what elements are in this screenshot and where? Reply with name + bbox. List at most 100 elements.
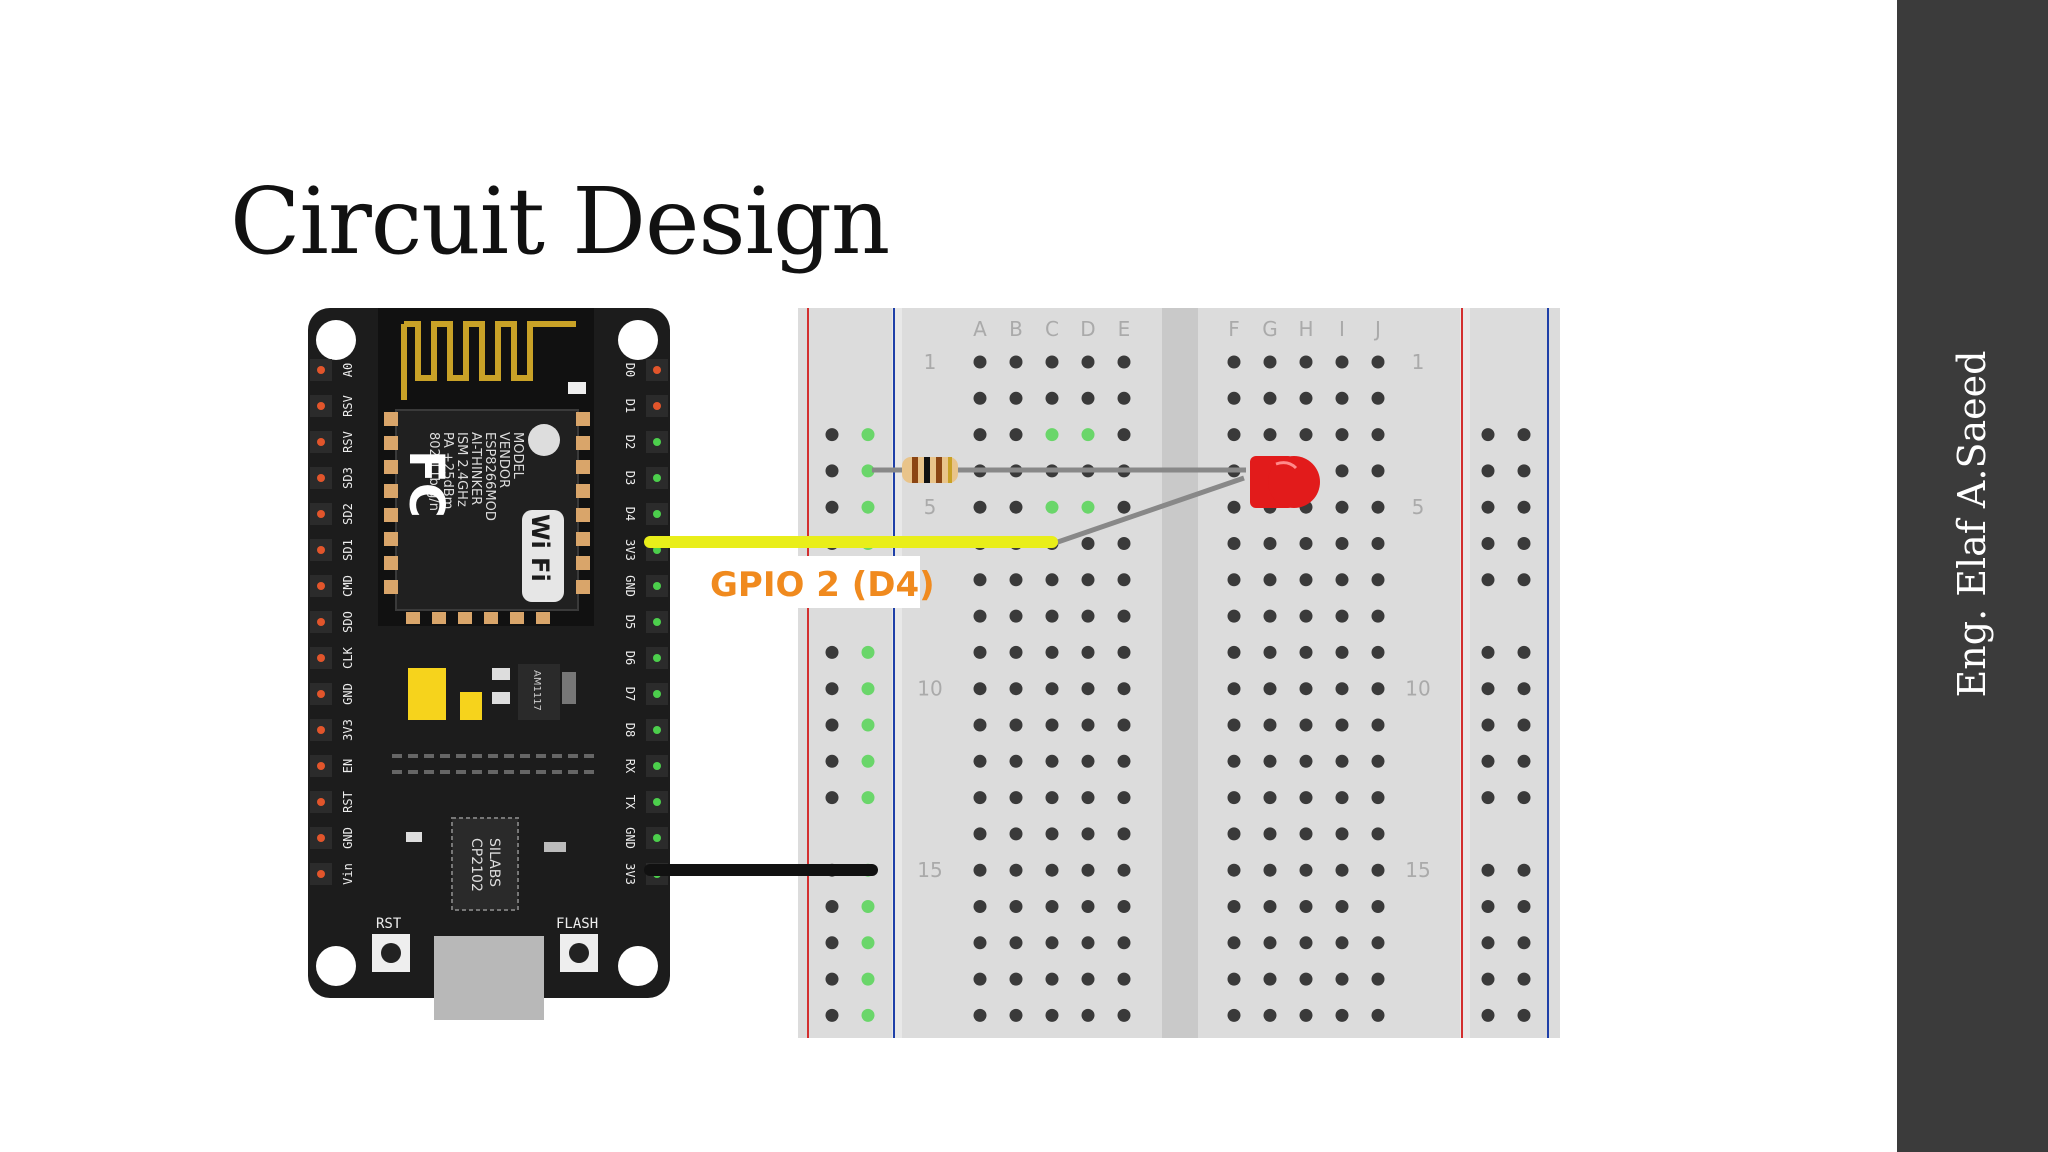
breadboard-hole xyxy=(1081,573,1095,587)
shield-text-line: ISM 2.4GHz xyxy=(454,432,469,507)
smd-part-4 xyxy=(544,842,566,852)
rail-hole xyxy=(1481,936,1495,950)
header-pin-dot-right xyxy=(653,582,661,590)
resistor-band-2 xyxy=(924,457,930,483)
header-pin-dot-right xyxy=(653,366,661,374)
breadboard-hole xyxy=(1117,573,1131,587)
breadboard-hole xyxy=(1227,754,1241,768)
breadboard-hole xyxy=(1081,1008,1095,1022)
breadboard-hole xyxy=(1299,573,1313,587)
rail-hole xyxy=(861,682,875,696)
rail-hole xyxy=(1481,500,1495,514)
breadboard-hole xyxy=(973,754,987,768)
shield-text-line: ESP8266MOD xyxy=(482,432,497,521)
breadboard-hole xyxy=(1227,573,1241,587)
module-pad-bottom xyxy=(458,612,472,624)
rail-hole xyxy=(825,936,839,950)
pin-label-left: A0 xyxy=(341,363,355,377)
breadboard-hole xyxy=(1081,428,1095,442)
module-pad-left xyxy=(384,484,398,498)
column-label: F xyxy=(1228,317,1240,341)
breadboard-hole xyxy=(1335,936,1349,950)
author-name: Eng. Elaf A.Saeed xyxy=(1950,350,1994,698)
rail-hole xyxy=(1517,863,1531,877)
breadboard-hole xyxy=(1263,936,1277,950)
pin-label-left: RST xyxy=(341,791,355,813)
fc-logo: FC xyxy=(398,450,454,518)
breadboard-hole xyxy=(973,972,987,986)
row-number: 5 xyxy=(1412,495,1425,519)
breadboard-hole xyxy=(1335,500,1349,514)
breadboard-hole xyxy=(1263,682,1277,696)
rail-hole xyxy=(825,500,839,514)
breadboard-hole xyxy=(973,718,987,732)
breadboard-hole xyxy=(1117,900,1131,913)
module-pad-right xyxy=(576,460,590,474)
module-pad-left xyxy=(384,460,398,474)
row-number: 15 xyxy=(1405,858,1430,882)
breadboard-hole xyxy=(1117,754,1131,768)
breadboard-hole xyxy=(1045,573,1059,587)
breadboard-hole xyxy=(1009,791,1023,805)
breadboard-hole xyxy=(1117,428,1131,442)
rail-hole xyxy=(861,1008,875,1022)
breadboard-hole xyxy=(1009,500,1023,514)
pin-label-right: D6 xyxy=(623,651,637,665)
sidebar xyxy=(1897,0,2048,1152)
module-pad-bottom xyxy=(406,612,420,624)
breadboard-hole xyxy=(1227,972,1241,986)
rail-hole xyxy=(1517,936,1531,950)
mount-hole-bottom-left xyxy=(316,946,356,986)
rail-hole xyxy=(825,900,839,913)
breadboard-hole xyxy=(1371,609,1385,623)
breadboard-hole xyxy=(1081,391,1095,405)
column-label: I xyxy=(1339,317,1345,341)
breadboard-hole xyxy=(1299,863,1313,877)
flash-button-cap[interactable] xyxy=(569,943,589,963)
breadboard-hole xyxy=(1263,355,1277,369)
module-pad-left xyxy=(384,556,398,570)
breadboard-hole xyxy=(1263,609,1277,623)
breadboard-hole xyxy=(1117,645,1131,659)
breadboard-hole xyxy=(1045,754,1059,768)
breadboard-hole xyxy=(1081,537,1095,550)
header-pin-dot-left xyxy=(317,438,325,446)
breadboard-hole xyxy=(1009,645,1023,659)
rail-hole xyxy=(1517,791,1531,805)
module-castellated-pads xyxy=(384,412,590,624)
breadboard-hole xyxy=(1117,1008,1131,1022)
breadboard-hole xyxy=(1045,500,1059,514)
pin-label-right: TX xyxy=(623,795,637,810)
breadboard-hole xyxy=(1335,428,1349,442)
rail-hole xyxy=(1481,682,1495,696)
breadboard-hole xyxy=(1081,791,1095,805)
breadboard-hole xyxy=(1227,391,1241,405)
header-pin-dot-left xyxy=(317,474,325,482)
gpio-label-bg xyxy=(704,556,920,608)
module-pad-right xyxy=(576,412,590,426)
rst-button-cap[interactable] xyxy=(381,943,401,963)
breadboard-rail-divider-left xyxy=(892,308,902,1038)
header-pin-dot-left xyxy=(317,798,325,806)
column-label: J xyxy=(1373,317,1381,341)
mount-hole-top-left xyxy=(316,320,356,360)
breadboard-hole xyxy=(1263,391,1277,405)
breadboard-hole xyxy=(1045,682,1059,696)
breadboard-hole xyxy=(1117,791,1131,805)
breadboard-hole xyxy=(973,827,987,841)
breadboard-hole xyxy=(1263,900,1277,913)
breadboard-hole xyxy=(1227,537,1241,550)
header-pin-dot-right xyxy=(653,690,661,698)
pin-label-left: RSV xyxy=(341,395,355,417)
breadboard-hole xyxy=(973,609,987,623)
header-pin-dot-left xyxy=(317,762,325,770)
breadboard-hole xyxy=(1371,827,1385,841)
pin-label-right: D3 xyxy=(623,471,637,485)
breadboard-hole xyxy=(1009,355,1023,369)
breadboard-hole xyxy=(1045,900,1059,913)
rail-hole xyxy=(861,754,875,768)
pin-label-right: D0 xyxy=(623,363,637,377)
breadboard-hole xyxy=(1009,573,1023,587)
